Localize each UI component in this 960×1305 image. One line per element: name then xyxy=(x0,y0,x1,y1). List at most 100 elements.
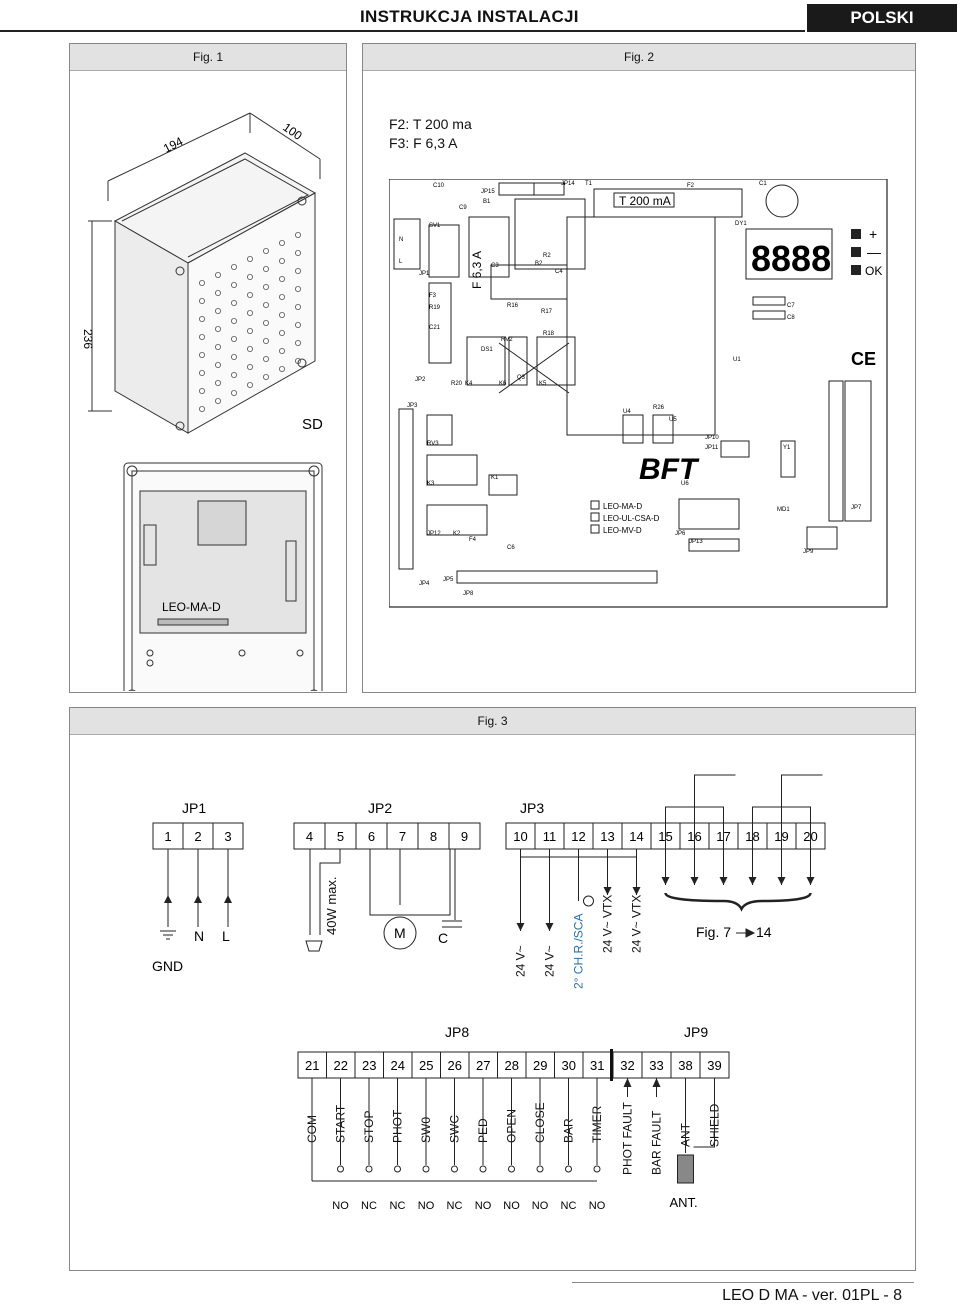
component-ref: C21 xyxy=(429,325,441,331)
jp2-pin-box xyxy=(386,822,419,850)
component-ref: C4 xyxy=(555,269,563,275)
component-ref: RV3 xyxy=(427,441,439,447)
vent-hole xyxy=(294,249,301,256)
vent-hole xyxy=(198,405,205,412)
component-ref: R19 xyxy=(429,305,441,311)
jp8-contact xyxy=(365,1165,373,1173)
jp3-arrow xyxy=(690,877,699,885)
jp2-pin: 7 xyxy=(399,829,406,844)
vent-hole xyxy=(214,325,221,332)
jp3-pin: 14 xyxy=(629,829,643,844)
jp9-pin: 32 xyxy=(620,1058,634,1073)
jp3-label-12: 2° CH.R./SCA xyxy=(572,914,586,989)
vent-hole xyxy=(278,275,285,282)
fig-ref-end: 14 xyxy=(756,924,772,940)
fig1-drawing: 194 100 236 SD LEO-MA-D xyxy=(81,112,323,691)
vent-hole xyxy=(294,321,301,328)
fig3-title: Fig. 3 xyxy=(70,708,915,735)
component-ref: C1 xyxy=(759,181,767,187)
footer-text: LEO D MA - ver. 01PL - 8 xyxy=(722,1287,902,1304)
component-ref: U5 xyxy=(669,417,677,423)
vent-hole xyxy=(246,381,253,388)
jp3-pin-box xyxy=(505,822,536,850)
jp3-arrow xyxy=(719,877,728,885)
vent-hole xyxy=(262,337,269,344)
vent-hole xyxy=(246,291,253,298)
component-ref: DY1 xyxy=(735,221,747,227)
vent-hole xyxy=(230,317,237,324)
fuse-f3-text: F3: F 6,3 A xyxy=(389,135,458,151)
vent-hole xyxy=(198,297,205,304)
antenna-wires xyxy=(685,1078,715,1153)
vent-hole xyxy=(230,281,237,288)
pcb-drawing: T 200 mA F 6,3 A 8888 + — OK CE BFT LEO-… xyxy=(389,179,888,608)
jp8-pin-box xyxy=(497,1051,527,1079)
vent-hole xyxy=(246,327,253,334)
component-ref: K5 xyxy=(539,381,547,387)
jp8-contact xyxy=(394,1165,401,1173)
component-ref: JP15 xyxy=(481,189,495,195)
fig2-title: Fig. 2 xyxy=(363,44,915,71)
component-ref: F4 xyxy=(469,537,477,543)
jp3-arrow xyxy=(777,877,786,885)
component-ref: JP1 xyxy=(419,271,430,277)
component-ref: F3 xyxy=(429,293,437,299)
jp8-pin-box xyxy=(582,1051,612,1079)
fig1-title: Fig. 1 xyxy=(70,44,346,71)
vent-hole xyxy=(278,329,285,336)
component-ref: JP13 xyxy=(689,539,703,545)
ok-label: OK xyxy=(865,264,882,278)
header-title-bar: INSTRUKCJA INSTALACJI xyxy=(0,4,805,32)
jp2-pin: 4 xyxy=(306,829,313,844)
jp2-pin-box xyxy=(417,822,450,850)
component-ref: JP7 xyxy=(851,505,862,511)
fig-ref-arrow xyxy=(736,928,756,938)
language-badge: POLSKI xyxy=(807,4,957,32)
jp8-contact-type: NC xyxy=(561,1200,577,1212)
vent-hole xyxy=(230,353,237,360)
jp8-contact-type: NO xyxy=(532,1200,549,1212)
footer-rule xyxy=(572,1282,914,1283)
vent-hole xyxy=(230,299,237,306)
jp9-pin: 39 xyxy=(707,1058,721,1073)
jp9-func-label: BAR FAULT xyxy=(650,1110,664,1175)
component-ref: K3 xyxy=(427,481,435,487)
jp3-pin: 11 xyxy=(543,829,557,844)
jp8-contact xyxy=(422,1165,430,1173)
component-ref: JP5 xyxy=(443,577,454,583)
lamp-power-label: 40W max. xyxy=(324,876,339,935)
f63-label: F 6,3 A xyxy=(470,251,484,289)
model-label: LEO-MV-D xyxy=(603,526,642,535)
minus-button xyxy=(851,247,861,257)
jp1-l-label: L xyxy=(222,928,230,944)
dim-depth-text: 100 xyxy=(280,120,305,143)
jp1-gnd-label: GND xyxy=(152,958,183,974)
vent-hole xyxy=(294,231,301,238)
vent-hole xyxy=(262,373,269,380)
jp8-pin-box xyxy=(383,1051,413,1079)
jp9-pin: 38 xyxy=(678,1058,692,1073)
vent-hole xyxy=(262,355,269,362)
component-ref: R20 xyxy=(451,381,463,387)
component-ref: C3 xyxy=(491,263,499,269)
capacitor-symbol xyxy=(442,920,462,928)
jp3-brace xyxy=(664,892,812,912)
dim-height-text: 236 xyxy=(81,329,95,349)
vent-hole xyxy=(262,319,269,326)
jp2-pin-box xyxy=(355,822,388,850)
vent-hole xyxy=(214,343,221,350)
vent-hole xyxy=(198,387,205,394)
vent-hole xyxy=(294,339,301,346)
jp1-pin-box xyxy=(212,822,244,850)
vent-hole xyxy=(294,267,301,274)
ground-icon xyxy=(160,930,176,940)
jp8-pin-box xyxy=(411,1051,441,1079)
component-ref: U4 xyxy=(623,409,631,415)
fig1-panel: Fig. 1 194 100 236 SD L xyxy=(69,43,347,693)
led-display: 8888 xyxy=(751,238,831,279)
component-ref: Y1 xyxy=(783,445,791,451)
jp2-pin: 6 xyxy=(368,829,375,844)
component-ref: F2 xyxy=(687,183,695,189)
vent-hole xyxy=(230,335,237,342)
